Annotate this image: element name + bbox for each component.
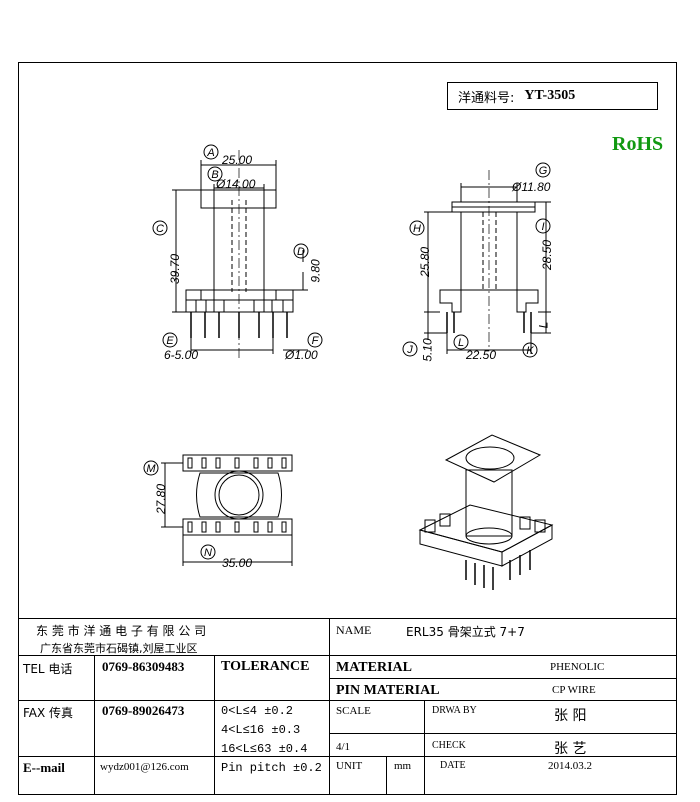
unit-value: mm bbox=[394, 760, 412, 772]
tel-value: 0769-86309483 bbox=[102, 659, 185, 674]
check-value: 张 艺 bbox=[554, 741, 587, 757]
unit-label: UNIT bbox=[336, 760, 363, 772]
dim-g: Ø11.80 bbox=[512, 180, 551, 194]
tolerance-2: 4<L≤16 ±0.3 bbox=[221, 723, 301, 737]
callout-c: C bbox=[156, 223, 164, 235]
name-value: ERL35 骨架立式 7+7 bbox=[406, 625, 525, 639]
scale-value: 4/1 bbox=[336, 741, 351, 753]
callout-n: N bbox=[204, 547, 212, 559]
name-label: NAME bbox=[336, 623, 372, 637]
dim-e: 6-5.00 bbox=[164, 348, 199, 362]
fax-label: FAX 传真 bbox=[23, 706, 74, 720]
callout-k: K bbox=[526, 345, 534, 357]
email-value: wydz001@126.com bbox=[100, 761, 189, 773]
callout-a: A bbox=[206, 147, 214, 159]
isometric-view bbox=[418, 434, 554, 590]
bottom-top-pins bbox=[187, 457, 287, 469]
drawing-frame bbox=[18, 62, 677, 795]
material-value: PHENOLIC bbox=[550, 661, 605, 673]
dim-b: Ø14.00 bbox=[216, 177, 256, 191]
drawn-label: DRWA BY bbox=[432, 705, 477, 716]
material-label: MATERIAL bbox=[336, 660, 412, 675]
pin-material-value: CP WIRE bbox=[552, 684, 596, 696]
front-pins bbox=[190, 312, 288, 338]
title-block: 东 莞 市 洋 通 电 子 有 限 公 司 广东省东莞市石碣镇,刘屋工业区 TE… bbox=[18, 618, 677, 795]
tolerance-1: 0<L≤4 ±0.2 bbox=[221, 704, 294, 718]
date-label: DATE bbox=[440, 760, 466, 771]
callout-labels: A B C D E F G H I J L K M N bbox=[143, 144, 551, 560]
part-number-label: 洋通料号: bbox=[458, 90, 515, 106]
tolerance-label: TOLERANCE bbox=[221, 659, 310, 674]
date-value: 2014.03.2 bbox=[548, 760, 592, 772]
callout-b: B bbox=[211, 169, 218, 181]
email-label: E--mail bbox=[23, 760, 65, 775]
tolerance-4: Pin pitch ±0.2 bbox=[221, 761, 322, 775]
part-number-value: YT-3505 bbox=[524, 88, 576, 103]
tel-label: TEL 电话 bbox=[23, 662, 73, 676]
part-number-box: 洋通料号: YT-3505 bbox=[447, 82, 658, 110]
side-view bbox=[424, 170, 551, 354]
technical-drawing bbox=[161, 150, 554, 590]
callout-e: E bbox=[166, 335, 174, 347]
bottom-view bbox=[161, 454, 293, 566]
company-address: 广东省东莞市石碣镇,刘屋工业区 bbox=[40, 642, 198, 655]
company-name: 东 莞 市 洋 通 电 子 有 限 公 司 bbox=[36, 624, 207, 638]
drawn-value: 张 阳 bbox=[554, 708, 587, 724]
dim-f: Ø1.00 bbox=[285, 348, 318, 362]
callout-l: L bbox=[458, 337, 464, 349]
check-label: CHECK bbox=[432, 740, 466, 751]
callout-m: M bbox=[146, 463, 156, 475]
callout-j: J bbox=[406, 344, 413, 356]
rohs-mark: RoHS bbox=[612, 133, 664, 155]
callout-g: G bbox=[539, 165, 548, 177]
tolerance-3: 16<L≤63 ±0.4 bbox=[221, 742, 308, 756]
callout-f: F bbox=[312, 335, 320, 347]
callout-h: H bbox=[413, 223, 421, 235]
dim-a: 25.00 bbox=[222, 153, 253, 167]
front-view bbox=[172, 150, 308, 360]
callout-i: I bbox=[541, 221, 544, 233]
callout-d: D bbox=[297, 246, 305, 258]
pin-material-label: PIN MATERIAL bbox=[336, 683, 440, 698]
dim-l: 22.50 bbox=[466, 348, 497, 362]
scale-label: SCALE bbox=[336, 705, 371, 717]
dim-n: 35.00 bbox=[222, 556, 253, 570]
fax-value: 0769-89026473 bbox=[102, 703, 185, 718]
